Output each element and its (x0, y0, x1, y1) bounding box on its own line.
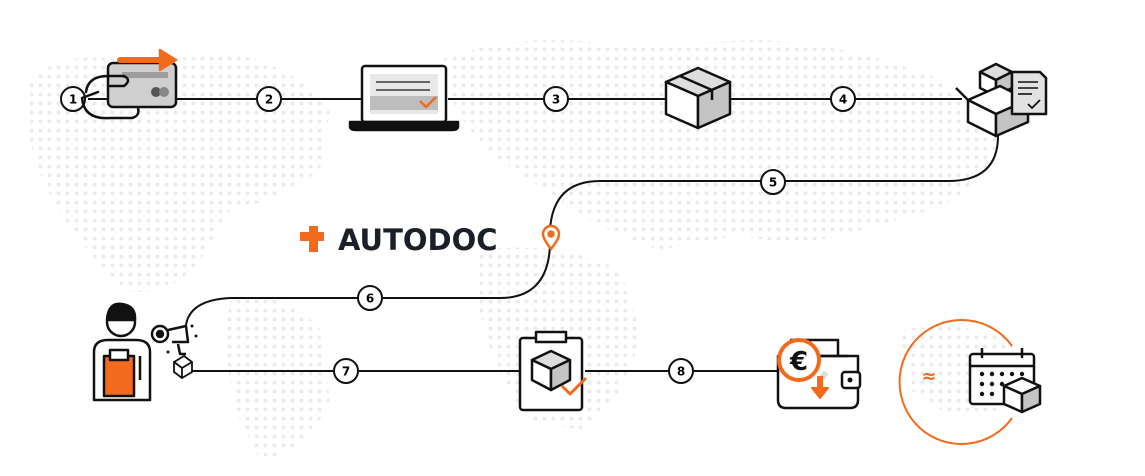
svg-text:4: 4 (839, 93, 847, 107)
step-badge-3: 3 (543, 86, 569, 112)
box-icon (664, 66, 732, 130)
open-box-invoice-icon (955, 62, 1048, 138)
step-badge-8: 8 (668, 358, 694, 384)
card-payment-icon (80, 48, 178, 120)
svg-text:1: 1 (69, 93, 77, 107)
svg-text:3: 3 (552, 93, 560, 107)
calendar-box-icon (968, 348, 1042, 414)
location-pin-icon (541, 224, 561, 252)
orange-arc (898, 319, 1013, 445)
clipboard-box-check-icon (518, 330, 588, 412)
svg-text:8: 8 (677, 365, 685, 379)
laptop-order-icon (348, 64, 460, 132)
svg-text:AUTODOC: AUTODOC (338, 223, 498, 257)
step-badge-7: 7 (333, 358, 359, 384)
svg-text:5: 5 (769, 176, 777, 190)
mechanic-inspection-icon (92, 302, 198, 402)
svg-text:7: 7 (342, 365, 350, 379)
step-badge-6: 6 (357, 285, 383, 311)
approx-symbol: ≈ (921, 366, 936, 387)
svg-text:6: 6 (366, 292, 374, 306)
world-map-background (30, 40, 1030, 460)
equivalence-group: ≈ (898, 319, 1042, 445)
svg-text:2: 2 (265, 93, 273, 107)
step-badge-2: 2 (256, 86, 282, 112)
step-badge-1: 1 (60, 86, 86, 112)
step-badges: 1 2 3 4 5 6 7 8 (60, 86, 856, 384)
step-badge-5: 5 (760, 169, 786, 195)
autodoc-logo: AUTODOC (300, 223, 498, 257)
step-badge-4: 4 (830, 86, 856, 112)
svg-text:€: € (789, 347, 808, 377)
wallet-euro-icon: € (776, 338, 862, 410)
